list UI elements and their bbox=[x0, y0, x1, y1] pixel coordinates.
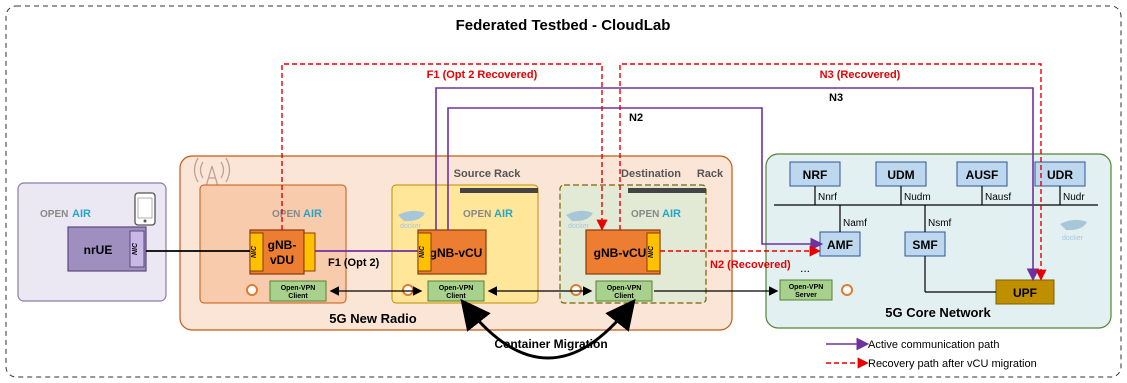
svg-text:AIR: AIR bbox=[494, 208, 513, 220]
n3-recovered-label: N3 (Recovered) bbox=[820, 69, 901, 81]
f1-label: F1 (Opt 2) bbox=[328, 257, 380, 269]
docker-icon-dst: docker bbox=[566, 210, 593, 230]
udm-box bbox=[875, 161, 927, 187]
svg-text:AIR: AIR bbox=[303, 208, 322, 220]
destination-rack-switch bbox=[628, 188, 706, 193]
svg-text:Open-VPN: Open-VPN bbox=[607, 285, 642, 292]
svg-text:docker: docker bbox=[568, 223, 590, 230]
destination-rack-suffix: Rack bbox=[697, 168, 724, 180]
n3-label: N3 bbox=[829, 92, 843, 104]
testbed-boundary bbox=[5, 5, 1122, 378]
svg-text:AIR: AIR bbox=[72, 208, 91, 220]
svg-text:docker: docker bbox=[1062, 235, 1084, 242]
openvpn-icon-source bbox=[402, 284, 414, 296]
openair-logo-src: OPEN AIR bbox=[463, 208, 513, 220]
amf-box bbox=[819, 231, 861, 257]
sbi-bus bbox=[774, 186, 1098, 293]
svg-text:Open-VPN: Open-VPN bbox=[439, 285, 474, 292]
svg-text:NIC: NIC bbox=[132, 242, 139, 255]
docker-icon-core: docker bbox=[1060, 219, 1087, 242]
openair-logo-du: OPEN AIR bbox=[272, 208, 322, 220]
n2-recovered-label: N2 (Recovered) bbox=[710, 259, 791, 271]
vcu-destination-nic bbox=[646, 232, 661, 272]
openvpn-icon-du bbox=[246, 284, 258, 296]
svg-text:Client: Client bbox=[614, 293, 634, 300]
f1-recovery-path bbox=[281, 63, 608, 231]
legend: Active communication path Recovery path … bbox=[826, 337, 1037, 370]
destination-rack-label: Destination bbox=[621, 168, 681, 180]
svg-text:UDR: UDR bbox=[1047, 168, 1073, 182]
svg-text:UPF: UPF bbox=[1013, 286, 1037, 300]
source-rack-label: Source Rack bbox=[454, 168, 522, 180]
vcu-source-nic bbox=[417, 232, 432, 272]
upf-box bbox=[995, 279, 1055, 305]
svg-text:NRF: NRF bbox=[803, 168, 828, 182]
container-migration-label: Container Migration bbox=[494, 337, 607, 351]
iface-nudm: Nudm bbox=[904, 192, 931, 203]
openair-logo-dst: OPEN AIR bbox=[631, 208, 681, 220]
openair-logo-ue: OPEN AIR bbox=[40, 208, 91, 220]
iface-namf: Namf bbox=[843, 218, 867, 229]
openvpn-icon-server bbox=[841, 284, 853, 296]
gnb-vcu-destination-label: gNB-vCU bbox=[594, 246, 647, 260]
core-network-label: 5G Core Network bbox=[885, 305, 991, 320]
svg-text:Client: Client bbox=[288, 293, 308, 300]
new-radio-label: 5G New Radio bbox=[329, 311, 416, 326]
legend-active-label: Active communication path bbox=[868, 339, 999, 351]
openvpn-icon-destination bbox=[570, 284, 582, 296]
vpn-server-box bbox=[779, 279, 833, 301]
gnb-du-label-1: gNB- bbox=[268, 238, 297, 252]
iface-nsmf: Nsmf bbox=[928, 218, 952, 229]
nrue-nic bbox=[129, 230, 145, 268]
svg-text:OPEN: OPEN bbox=[463, 209, 491, 220]
svg-text:Client: Client bbox=[446, 293, 466, 300]
iface-nausf: Nausf bbox=[985, 192, 1011, 203]
n2-active-path bbox=[447, 107, 824, 251]
gnb-du-label-2: vDU bbox=[270, 253, 294, 267]
iface-nudr: Nudr bbox=[1063, 192, 1085, 203]
vpn-client-du bbox=[269, 280, 327, 302]
container-migration-arc bbox=[460, 298, 636, 360]
n2-label: N2 bbox=[629, 112, 643, 124]
nrue-label: nrUE bbox=[84, 243, 113, 257]
svg-text:OPEN: OPEN bbox=[40, 209, 68, 220]
n3-recovery-path bbox=[619, 63, 1047, 281]
svg-text:UDM: UDM bbox=[887, 168, 914, 182]
gnb-vcu-source-label: gNB-vCU bbox=[430, 246, 483, 260]
svg-text:AUSF: AUSF bbox=[966, 168, 999, 182]
svg-text:NIC: NIC bbox=[251, 245, 258, 258]
svg-text:NIC: NIC bbox=[419, 245, 426, 258]
ellipsis: ... bbox=[800, 261, 810, 275]
f1-recovered-label: F1 (Opt 2 Recovered) bbox=[427, 69, 538, 81]
svg-text:AMF: AMF bbox=[827, 238, 853, 252]
svg-text:OPEN: OPEN bbox=[631, 209, 659, 220]
docker-icon-src: docker bbox=[398, 210, 425, 230]
iface-nnrf: Nnrf bbox=[818, 192, 837, 203]
source-rack-switch bbox=[460, 188, 538, 193]
svg-text:Open-VPN: Open-VPN bbox=[281, 285, 316, 292]
diagram-title: Federated Testbed - CloudLab bbox=[456, 17, 671, 34]
du-nic-left bbox=[249, 232, 264, 272]
svg-text:Server: Server bbox=[795, 292, 817, 299]
du-nic-right bbox=[303, 232, 316, 272]
legend-recovery-label: Recovery path after vCU migration bbox=[868, 358, 1037, 370]
svg-text:Open-VPN: Open-VPN bbox=[789, 284, 824, 291]
phone-icon bbox=[134, 192, 156, 226]
vpn-client-source bbox=[427, 280, 485, 302]
n3-active-path bbox=[435, 87, 1040, 282]
svg-text:SMF: SMF bbox=[912, 238, 937, 252]
svg-text:AIR: AIR bbox=[662, 208, 681, 220]
svg-text:OPEN: OPEN bbox=[272, 209, 300, 220]
svg-text:NIC: NIC bbox=[648, 245, 655, 258]
ausf-box bbox=[956, 161, 1008, 187]
svg-text:docker: docker bbox=[400, 223, 422, 230]
